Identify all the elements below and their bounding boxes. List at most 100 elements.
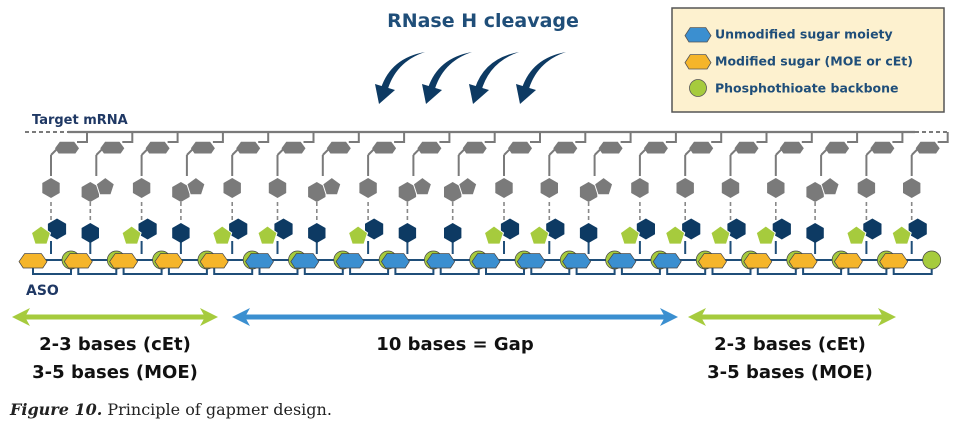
aso-base-pentagon: [30, 225, 52, 245]
modified-sugar: [63, 253, 93, 269]
mrna-base-hex: [359, 178, 377, 198]
aso-linker: [485, 266, 525, 275]
cleavage-arrows: [375, 52, 566, 104]
mrna-base-hex: [540, 178, 558, 198]
arrow-head-left: [688, 308, 706, 326]
mrna-linker: [937, 132, 949, 143]
mrna-nucleotide: [42, 132, 88, 198]
aso-linker: [394, 266, 435, 275]
base-pairing: [50, 202, 913, 221]
mrna-nucleotide: [132, 132, 179, 198]
aso-base-hex: [546, 218, 565, 240]
aso-base-hex: [636, 218, 655, 240]
title: RNase H cleavage: [387, 10, 579, 32]
target-mrna-label: Target mRNA: [32, 113, 128, 128]
aso-linker: [167, 266, 208, 275]
aso-linker: [802, 266, 843, 275]
mrna-nucleotide: [540, 132, 587, 198]
arrow-head-right: [660, 308, 678, 326]
aso-base-hex: [727, 218, 746, 240]
mrna-base-hex: [721, 178, 740, 198]
aso-linker: [213, 266, 254, 275]
mrna-base-hex: [223, 178, 241, 198]
arrow-head: [469, 84, 489, 104]
mrna-sugar: [281, 141, 306, 154]
mrna-stem: [548, 148, 557, 156]
mrna-stem: [367, 148, 375, 156]
mrna-sugar: [326, 141, 351, 154]
region-arrows: 2-3 bases (cEt)3-5 bases (MOE)10 bases =…: [12, 308, 896, 383]
aso-base-pentagon: [710, 225, 731, 245]
figure-caption: Figure 10. Principle of gapmer design.: [10, 400, 332, 419]
mrna-stem: [186, 148, 194, 156]
aso-base-hex: [398, 223, 417, 243]
mrna-base-hex: [132, 178, 151, 198]
aso-base-hex: [579, 223, 598, 243]
aso-linker: [349, 266, 390, 275]
mrna-base-hex: [81, 182, 99, 202]
aso-base-pentagon: [619, 225, 640, 245]
mrna-base-hex: [268, 178, 287, 198]
mrna-base-hex: [42, 178, 60, 198]
mrna-linker: [212, 132, 224, 143]
mrna-base-hex: [767, 178, 785, 198]
mrna-linker: [756, 132, 768, 143]
legend-label: Modified sugar (MOE or cEt): [715, 54, 913, 69]
cleavage-arrow: [422, 52, 472, 104]
aso-linker: [439, 266, 480, 275]
aso-label: ASO: [26, 283, 59, 299]
unmodified-sugar: [290, 253, 320, 269]
modified-sugar: [879, 253, 909, 269]
mrna-nucleotide: [359, 132, 406, 198]
mrna-linker: [801, 132, 813, 143]
aso-linker: [666, 266, 707, 275]
aso-base-pentagon: [755, 225, 776, 245]
mrna-base-pentagon: [820, 176, 840, 196]
unmodified-sugar: [471, 253, 501, 269]
region-label-line2: 3-5 bases (MOE): [32, 362, 198, 383]
mrna-stem: [412, 148, 421, 156]
unmodified-sugar: [562, 253, 592, 269]
aso-base-hex: [908, 218, 927, 240]
region-gap: 10 bases = Gap: [232, 308, 678, 355]
arrow-head: [375, 84, 395, 104]
mrna-sugar: [825, 141, 850, 154]
circle-icon: [689, 79, 707, 97]
aso-linker: [122, 266, 163, 275]
mrna-nucleotide: [579, 132, 632, 202]
mrna-base-pentagon: [322, 176, 342, 196]
mrna-stem: [729, 148, 738, 156]
aso-base-pentagon: [257, 225, 278, 245]
target-mrna: [25, 130, 949, 202]
unmodified-sugar: [335, 253, 365, 269]
mrna-stem: [593, 148, 602, 156]
arrow-head-right: [200, 308, 218, 326]
mrna-sugar: [55, 141, 79, 154]
mrna-sugar: [734, 141, 759, 154]
mrna-linker: [892, 132, 904, 143]
arrow-head: [516, 84, 536, 104]
mrna-base-hex: [444, 182, 462, 202]
unmodified-sugar: [426, 253, 456, 269]
aso-base-pentagon: [348, 225, 369, 245]
arrow-shaft: [381, 52, 425, 92]
mrna-base-hex: [579, 182, 598, 202]
aso-base-hex: [365, 218, 384, 240]
modified-sugar: [788, 253, 818, 269]
pentagon-icon: [684, 54, 712, 70]
arrow-head-left: [232, 308, 250, 326]
aso-base-hex: [863, 218, 882, 240]
unmodified-sugar: [607, 253, 637, 269]
aso-linker: [77, 266, 118, 275]
aso-linker: [530, 266, 571, 275]
aso-nucleotide: [607, 218, 670, 275]
mrna-sugar: [689, 141, 714, 154]
mrna-sugar: [598, 141, 623, 154]
legend-label: Phosphothioate backbone: [715, 81, 899, 96]
aso-nucleotide: [698, 218, 760, 275]
mrna-base-hex: [495, 178, 513, 198]
mrna-base-hex: [631, 178, 649, 198]
mrna-base-hex: [398, 182, 417, 202]
mrna-base-pentagon: [594, 176, 614, 196]
